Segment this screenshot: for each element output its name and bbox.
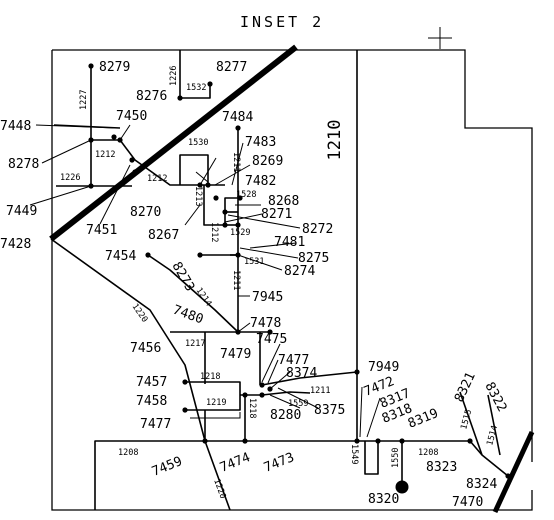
crosshair-icon — [428, 27, 452, 49]
node-points — [88, 63, 511, 494]
label-7450: 7450 — [116, 109, 147, 124]
label-1550: 1550 — [391, 448, 401, 468]
label-7480: 7480 — [171, 303, 206, 328]
label-1211-mid: 1211 — [231, 270, 241, 290]
label-1218-top: 1218 — [200, 372, 220, 382]
label-1211-east: 1211 — [310, 386, 330, 396]
label-8271: 8271 — [261, 207, 292, 222]
label-1531: 1531 — [244, 257, 264, 267]
label-7945: 7945 — [252, 290, 283, 305]
label-8267: 8267 — [148, 228, 179, 243]
label-8268: 8268 — [268, 194, 299, 209]
label-7448: 7448 — [0, 119, 31, 134]
label-1219: 1219 — [206, 398, 226, 408]
label-7474: 7474 — [218, 450, 253, 476]
label-7482: 7482 — [245, 174, 276, 189]
label-7479: 7479 — [220, 347, 251, 362]
label-1220-left: 1220 — [130, 302, 150, 325]
label-1218-vert: 1218 — [247, 398, 257, 418]
label-1213: 1213 — [193, 186, 203, 206]
label-7458: 7458 — [136, 394, 167, 409]
label-8269: 8269 — [252, 154, 283, 169]
label-1212-mid: 1212 — [147, 174, 167, 184]
label-8278: 8278 — [8, 157, 39, 172]
label-7484: 7484 — [222, 110, 253, 125]
label-1530: 1530 — [188, 138, 208, 148]
label-7459: 7459 — [150, 454, 185, 480]
inset-title: INSET 2 — [240, 13, 324, 31]
label-7475: 7475 — [256, 332, 287, 347]
label-1226-top: 1226 — [169, 66, 179, 86]
map-labels: 8279 1227 1226 8277 1532 8276 7448 7450 … — [0, 60, 509, 510]
highway-line-southeast — [492, 430, 535, 514]
label-1210: 1210 — [325, 120, 345, 161]
label-7454: 7454 — [105, 249, 136, 264]
label-8322: 8322 — [481, 380, 509, 415]
label-7477-lower: 7477 — [140, 417, 171, 432]
label-8270: 8270 — [130, 205, 161, 220]
label-7473: 7473 — [262, 450, 297, 476]
label-8276: 8276 — [136, 89, 167, 104]
label-1220-bottom: 1220 — [211, 478, 227, 501]
label-8375: 8375 — [314, 403, 345, 418]
highway-line — [49, 44, 298, 242]
label-1532: 1532 — [186, 83, 206, 93]
label-1217: 1217 — [185, 339, 205, 349]
label-8321: 8321 — [452, 370, 479, 405]
label-1212-vert: 1212 — [209, 222, 219, 242]
label-8277: 8277 — [216, 60, 247, 75]
label-7451: 7451 — [86, 223, 117, 238]
label-8274: 8274 — [284, 264, 315, 279]
label-8275: 8275 — [298, 251, 329, 266]
large-node-8320 — [395, 480, 409, 494]
label-7949: 7949 — [368, 360, 399, 375]
label-1529: 1529 — [230, 228, 250, 238]
label-1208-right: 1208 — [418, 448, 438, 458]
label-8272: 8272 — [302, 222, 333, 237]
label-8273: 8273 — [169, 260, 198, 295]
label-1549: 1549 — [349, 444, 359, 464]
road-network — [50, 50, 509, 511]
label-7478: 7478 — [250, 316, 281, 331]
label-8324: 8324 — [466, 477, 497, 492]
leader-lines — [29, 124, 381, 438]
label-7477-upper: 7477 — [278, 353, 309, 368]
label-1211-top: 1211 — [231, 152, 241, 172]
label-1212-left: 1212 — [95, 150, 115, 160]
label-1227: 1227 — [79, 90, 89, 110]
label-8323: 8323 — [426, 460, 457, 475]
label-8279: 8279 — [99, 60, 130, 75]
label-1208-left: 1208 — [118, 448, 138, 458]
label-7470: 7470 — [452, 495, 483, 510]
label-7481: 7481 — [274, 235, 305, 250]
label-8374: 8374 — [286, 366, 317, 381]
label-7428: 7428 — [0, 237, 31, 252]
label-8320: 8320 — [368, 492, 399, 507]
label-1226-bottom: 1226 — [60, 173, 80, 183]
label-7456: 7456 — [130, 341, 161, 356]
label-7449: 7449 — [6, 204, 37, 219]
label-7483: 7483 — [245, 135, 276, 150]
label-7457: 7457 — [136, 375, 167, 390]
label-1559: 1559 — [288, 399, 308, 409]
label-8280: 8280 — [270, 408, 301, 423]
inset-boundary — [51, 49, 533, 511]
label-1528: 1528 — [236, 190, 256, 200]
